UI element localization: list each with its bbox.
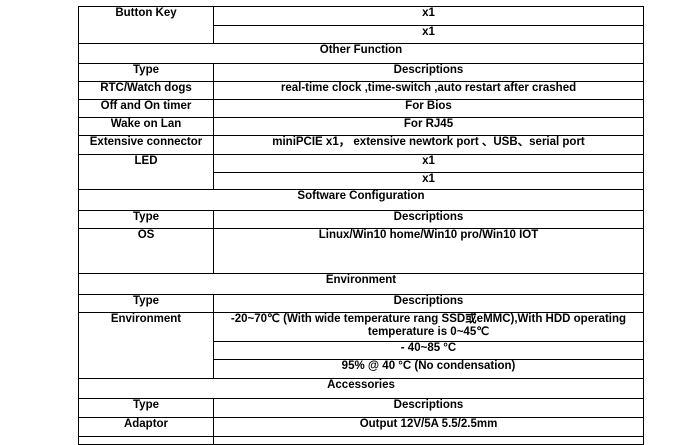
table-row: Software Configuration — [78, 189, 644, 211]
rtc-label: RTC/Watch dogs — [78, 81, 214, 100]
led-value: x1 — [213, 154, 644, 173]
os-value: Linux/Win10 home/Win10 pro/Win10 IOT — [213, 228, 644, 274]
timer-value: For Bios — [213, 99, 644, 118]
type-header: Type — [78, 398, 214, 418]
os-label: OS — [78, 228, 214, 274]
type-header: Type — [78, 63, 214, 82]
table-row: Environment -20~70℃ (With wide temperatu… — [78, 312, 644, 379]
empty-cell — [213, 436, 644, 445]
table-row — [78, 436, 644, 445]
table-row: Type Descriptions — [78, 398, 644, 418]
table-row: Adaptor Output 12V/5A 5.5/2.5mm — [78, 417, 644, 437]
table-row: Off and On timer For Bios — [78, 99, 644, 118]
descriptions-header: Descriptions — [213, 294, 644, 313]
table-row: Type Descriptions — [78, 294, 644, 313]
table-row: Type Descriptions — [78, 63, 644, 82]
descriptions-header: Descriptions — [213, 210, 644, 229]
operating-temperature-value: -20~70℃ (With wide temperature rang SSD或… — [213, 312, 644, 342]
spec-table-container: Button Key x1 x1 Other Function Type Des… — [78, 6, 644, 445]
table-row: LED x1 — [78, 154, 644, 190]
type-header: Type — [78, 210, 214, 229]
table-row: Wake on Lan For RJ45 — [78, 117, 644, 136]
table-row: Extensive connector miniPCIE x1， extensi… — [78, 135, 644, 155]
table-row: Type Descriptions — [78, 210, 644, 229]
section-title-accessories: Accessories — [78, 378, 644, 399]
spec-table: Button Key x1 x1 Other Function Type Des… — [78, 6, 644, 445]
section-title-software: Software Configuration — [78, 189, 644, 211]
adaptor-value: Output 12V/5A 5.5/2.5mm — [213, 417, 644, 437]
table-row: RTC/Watch dogs real-time clock ,time-swi… — [78, 81, 644, 100]
wol-value: For RJ45 — [213, 117, 644, 136]
descriptions-header: Descriptions — [213, 63, 644, 82]
section-title-environment: Environment — [78, 273, 644, 295]
table-row: Environment — [78, 273, 644, 295]
led-value: x1 — [213, 172, 644, 190]
table-row: OS Linux/Win10 home/Win10 pro/Win10 IOT — [78, 228, 644, 274]
table-row: Accessories — [78, 378, 644, 399]
ext-value: miniPCIE x1， extensive newtork port 、USB… — [213, 135, 644, 155]
button-key-value: x1 — [213, 6, 644, 26]
timer-label: Off and On timer — [78, 99, 214, 118]
storage-temperature-value: - 40~85 °C — [213, 341, 644, 360]
adaptor-label: Adaptor — [78, 417, 214, 437]
environment-label: Environment — [78, 312, 214, 379]
empty-cell — [78, 436, 214, 445]
button-key-label: Button Key — [78, 6, 214, 44]
table-row: Button Key x1 — [78, 6, 644, 44]
wol-label: Wake on Lan — [78, 117, 214, 136]
led-label: LED — [78, 154, 214, 190]
descriptions-header: Descriptions — [213, 398, 644, 418]
rtc-value: real-time clock ,time-switch ,auto resta… — [213, 81, 644, 100]
type-header: Type — [78, 294, 214, 313]
button-key-value: x1 — [213, 25, 644, 44]
humidity-value: 95% @ 40 °C (No condensation) — [213, 359, 644, 379]
ext-label: Extensive connector — [78, 135, 214, 155]
table-row: Other Function — [78, 43, 644, 64]
section-title-other-function: Other Function — [78, 43, 644, 64]
